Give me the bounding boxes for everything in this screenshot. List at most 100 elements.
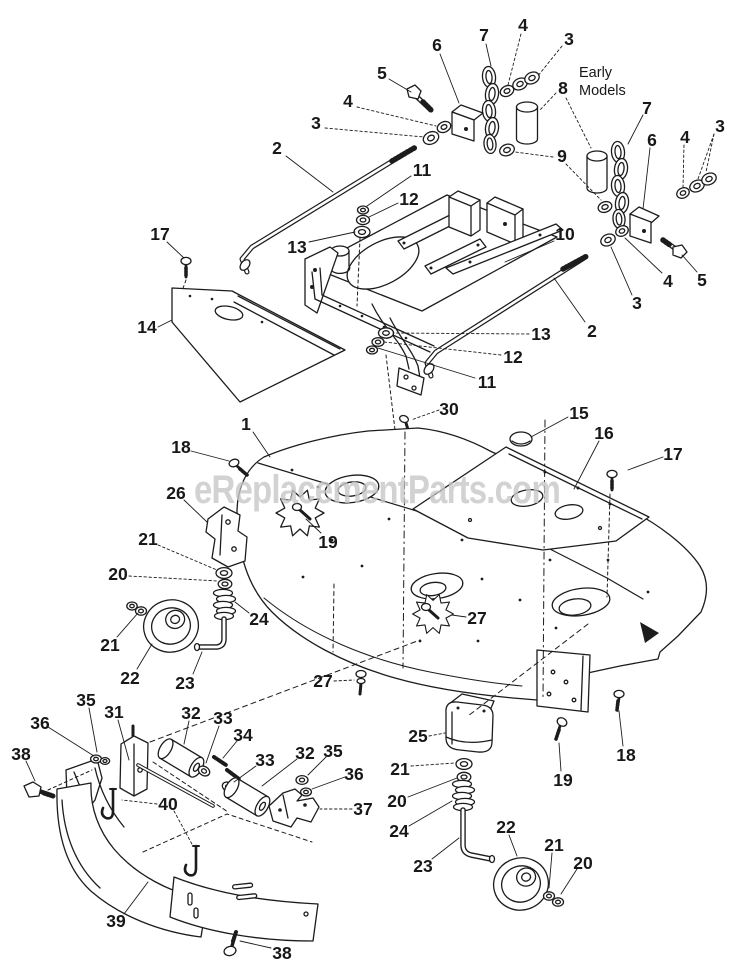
callout-label: 21 (390, 759, 410, 779)
leader-line (356, 106, 437, 127)
callout-label: 26 (166, 483, 186, 503)
leader-line (252, 431, 271, 458)
leader-line (627, 114, 644, 145)
skirt-notch (640, 622, 659, 643)
bolt-38-bottom (223, 930, 238, 957)
leader-line (548, 852, 553, 889)
callout-label: 5 (697, 270, 707, 290)
callout-label: 5 (377, 63, 387, 83)
leader-line (324, 127, 425, 138)
leader-line (25, 760, 36, 782)
leader-line (536, 45, 563, 78)
hanger-arm (371, 303, 425, 396)
leader-line (624, 237, 663, 274)
callout-label: 19 (318, 532, 338, 552)
roller-bracket-31 (119, 724, 149, 797)
shoulder-bolt-right (660, 237, 688, 259)
callout-label: 4 (343, 91, 353, 111)
leader-line (233, 765, 257, 783)
j-bolt-40-b (183, 844, 200, 877)
leader-line (507, 33, 522, 86)
callout-label: 31 (104, 702, 124, 722)
callout-label: 25 (408, 726, 428, 746)
callout-label: 4 (663, 271, 673, 291)
leader-line (192, 651, 203, 675)
leader-line (234, 601, 250, 614)
leader-line (627, 456, 664, 471)
leader-line (333, 679, 355, 682)
callout-label: 37 (353, 799, 372, 819)
screw-17-right (606, 469, 618, 598)
early-models-note-line1: Early (579, 65, 613, 81)
callout-leader-lines (25, 33, 715, 949)
washer-33-a (197, 765, 211, 777)
leader-line (88, 707, 98, 753)
leader-line (128, 575, 219, 582)
leader-line (558, 742, 562, 772)
callout-label: 15 (569, 403, 589, 423)
leader-line (485, 43, 492, 67)
leader-line (410, 762, 456, 767)
leader-line (307, 756, 327, 776)
leader-line (368, 202, 399, 218)
leader-line (311, 776, 346, 790)
leader-line (388, 78, 412, 93)
callout-label: 24 (389, 821, 409, 841)
alignment-dash-stack-bottom (385, 354, 396, 431)
callout-label: 3 (564, 29, 574, 49)
front-hanger-bracket (445, 190, 564, 275)
leader-line (451, 614, 467, 618)
leader-line (157, 319, 173, 328)
callout-label: 20 (387, 791, 407, 811)
callout-label: 6 (432, 35, 442, 55)
spring-24-left (212, 588, 237, 621)
callout-label: 20 (573, 853, 593, 873)
tension-rod-right (423, 253, 590, 379)
callout-label: 21 (100, 635, 120, 655)
callout-label: 9 (557, 146, 567, 166)
callout-label: 17 (150, 224, 169, 244)
leader-line (366, 175, 412, 207)
callout-label: 17 (663, 444, 682, 464)
roller-shaft (136, 763, 215, 808)
deck-bolt-holes (290, 468, 650, 643)
nut-35-left (89, 754, 111, 766)
leader-line (308, 231, 356, 243)
leader-line (618, 710, 624, 747)
leader-line (183, 720, 190, 745)
callout-label: 8 (558, 78, 568, 98)
leader-line (383, 341, 502, 356)
callout-label: 27 (467, 608, 486, 628)
leader-line (239, 940, 272, 949)
trunnion-block-right (629, 206, 660, 244)
callout-label: 3 (715, 116, 725, 136)
callout-label: 12 (399, 189, 419, 209)
caster-axle-right (460, 807, 496, 864)
callout-label: 14 (137, 317, 157, 337)
callout-label: 34 (233, 725, 253, 745)
callout-label: 21 (544, 835, 564, 855)
leader-line (136, 643, 153, 670)
callout-label: 19 (553, 770, 573, 790)
callout-label: 6 (647, 130, 657, 150)
callout-label: 13 (531, 324, 551, 344)
leader-line (410, 409, 440, 421)
leader-line (431, 837, 460, 860)
caster-left-hardware (215, 566, 233, 590)
roller-32-b (223, 777, 271, 817)
callout-label: 7 (479, 25, 489, 45)
callout-label: 38 (11, 744, 31, 764)
plug-15 (509, 431, 533, 447)
roller-32-a (157, 738, 205, 778)
caster-wheel-left (142, 599, 200, 653)
leader-line (573, 440, 600, 490)
callout-label: 4 (680, 127, 690, 147)
callout-label: 12 (503, 347, 523, 367)
washer-stack-top (353, 205, 371, 239)
callout-label: 20 (108, 564, 128, 584)
callout-label: 11 (413, 160, 432, 180)
leader-line (47, 726, 95, 757)
washers-nuts-left (422, 71, 540, 146)
callout-label: 36 (344, 764, 364, 784)
